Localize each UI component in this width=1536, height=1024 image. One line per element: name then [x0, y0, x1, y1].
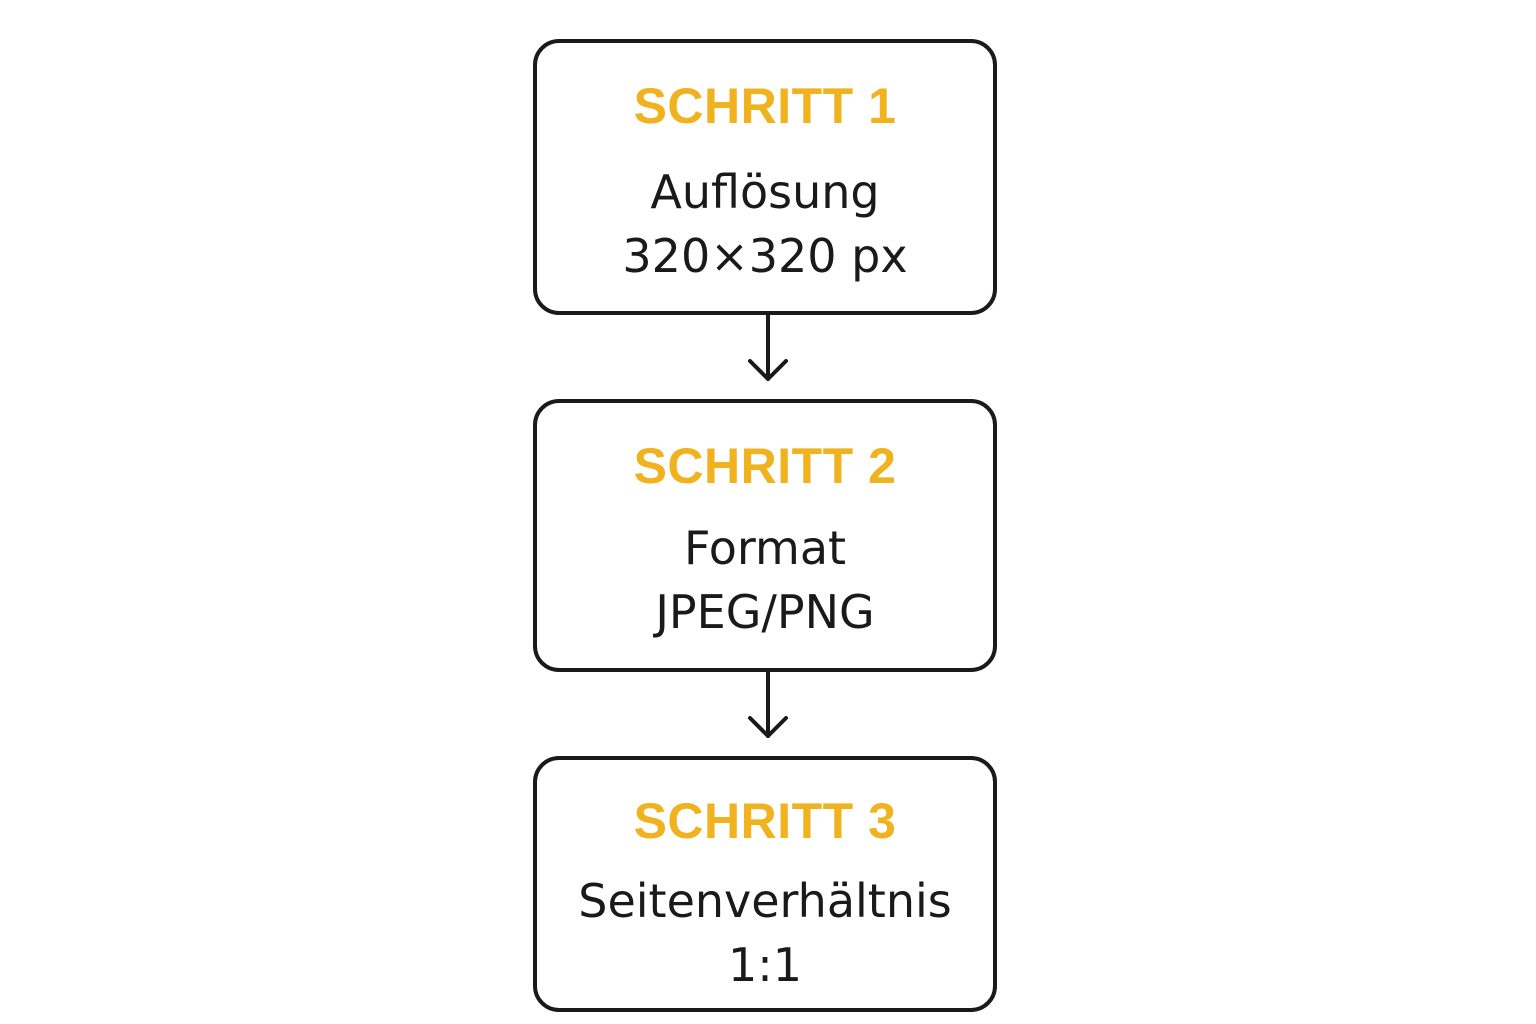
step-label: Auflösung	[650, 165, 880, 219]
step-value: JPEG/PNG	[655, 585, 875, 639]
step-value: 320×320 px	[622, 229, 908, 283]
arrow-down-icon	[748, 672, 788, 738]
step-value: 1:1	[727, 938, 803, 992]
arrow-down-icon	[748, 315, 788, 381]
step-title: SCHRITT 3	[633, 793, 897, 849]
step-label: Format	[683, 521, 847, 575]
step-title: SCHRITT 2	[633, 438, 897, 494]
step-title: SCHRITT 1	[633, 78, 897, 134]
step-box-1: SCHRITT 1 Auflösung 320×320 px	[533, 39, 997, 315]
step-box-2: SCHRITT 2 Format JPEG/PNG	[533, 399, 997, 672]
step-box-3: SCHRITT 3 Seitenverhältnis 1:1	[533, 756, 997, 1012]
step-label: Seitenverhältnis	[578, 874, 952, 928]
